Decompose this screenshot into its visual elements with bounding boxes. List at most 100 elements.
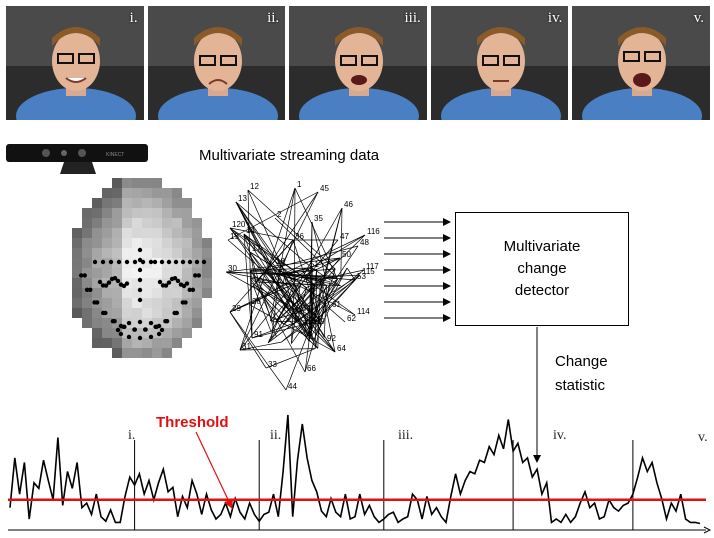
depth-grid-cell (72, 308, 82, 318)
depth-grid-cell (172, 188, 182, 198)
landmark-point (194, 259, 200, 265)
depth-grid-cell (102, 208, 112, 218)
depth-grid-cell (202, 258, 212, 268)
depth-grid-cell (142, 238, 152, 248)
graph-node-label: 48 (360, 238, 369, 247)
depth-grid-cell (142, 278, 152, 288)
depth-grid-cell (192, 248, 202, 258)
landmark-point (124, 259, 130, 265)
landmark-point (82, 273, 88, 278)
depth-grid-cell (142, 228, 152, 238)
graph-edge (291, 286, 301, 344)
depth-grid-cell (142, 298, 152, 308)
depth-grid-cell (132, 208, 142, 218)
depth-grid-cell (152, 188, 162, 198)
depth-grid-cell (172, 238, 182, 248)
graph-edge (336, 245, 359, 278)
landmark-graph: 1212131415171828293031333536444546474850… (225, 180, 380, 391)
depth-grid-cell (92, 218, 102, 228)
graph-node-label: 45 (320, 184, 329, 193)
graph-node-label: 116 (367, 227, 380, 236)
depth-grid-cell (72, 228, 82, 238)
depth-grid-cell (182, 258, 192, 268)
landmark-point (164, 319, 170, 324)
landmark-point (166, 280, 172, 285)
graph-node-label: 46 (344, 200, 353, 209)
face-photo-4 (430, 6, 569, 120)
graph-edge (283, 234, 366, 275)
depth-grid-cell (172, 318, 182, 328)
depth-grid-cell (172, 298, 182, 308)
depth-grid-cell (172, 268, 182, 278)
landmark-point (166, 259, 172, 265)
graph-node-label: 13 (238, 194, 247, 203)
graph-node-label: 59 (302, 304, 311, 313)
depth-grid-cell (92, 208, 102, 218)
depth-grid-cell (142, 348, 152, 358)
depth-grid-cell (102, 188, 112, 198)
depth-grid-cell (102, 228, 112, 238)
depth-grid-cell (112, 288, 122, 298)
graph-edge (308, 207, 343, 336)
graph-edge (249, 270, 336, 353)
graph-node-label: 114 (357, 307, 370, 316)
depth-grid-cell (82, 238, 92, 248)
landmark-point (112, 276, 118, 281)
landmark-point (180, 259, 186, 265)
depth-grid-cell (202, 268, 212, 278)
depth-grid-cell (102, 268, 112, 278)
depth-face-grid (72, 178, 212, 358)
depth-grid-cell (142, 288, 152, 298)
depth-grid-cell (122, 218, 132, 228)
face-photo-5 (572, 6, 710, 120)
graph-edge (293, 187, 296, 284)
graph-node-label: 51 (310, 260, 319, 269)
segment-label-4: iv. (553, 428, 567, 443)
video-frame-3: iii. (289, 6, 427, 120)
depth-grid-cell (182, 198, 192, 208)
graph-edge (267, 287, 307, 343)
landmark-point (126, 334, 132, 340)
segment-label-1: i. (128, 428, 136, 443)
graph-edge (298, 329, 319, 349)
video-frame-2: ii. (147, 6, 286, 120)
depth-grid-cell (122, 248, 132, 258)
graph-node-label: 91 (254, 330, 263, 339)
graph-edge (251, 278, 298, 323)
graph-node-label: 50 (342, 250, 351, 259)
graph-edge (243, 233, 253, 339)
depth-grid-cell (152, 228, 162, 238)
depth-grid-cell (152, 338, 162, 348)
depth-grid-cell (72, 268, 82, 278)
depth-grid-cell (92, 198, 102, 208)
graph-node-label: 17 (252, 244, 261, 253)
graph-edge (320, 269, 365, 280)
video-frame-5: v. (572, 6, 710, 120)
graph-node-label: 92 (327, 334, 336, 343)
threshold-label: Threshold (156, 414, 229, 431)
landmark-point (196, 273, 201, 278)
depth-grid-cell (102, 258, 112, 268)
landmark-point (174, 310, 179, 316)
depth-grid-cell (132, 328, 142, 338)
face-landmark-points (79, 247, 207, 341)
landmark-point (100, 259, 106, 265)
graph-edge (275, 234, 366, 323)
depth-grid-cell (172, 218, 182, 228)
graph-node-label: 115 (362, 267, 375, 276)
graph-edge (229, 283, 295, 313)
depth-grid-cell (102, 298, 112, 308)
depth-grid-cell (152, 258, 162, 268)
graph-node-label: 117 (366, 262, 379, 271)
depth-grid-cell (122, 328, 132, 338)
landmark-point (88, 287, 93, 292)
depth-grid-cell (152, 328, 162, 338)
depth-grid-cell (132, 178, 142, 188)
depth-grid-cell (192, 308, 202, 318)
graph-edge (313, 307, 331, 340)
depth-grid-cell (112, 318, 122, 328)
landmark-point (175, 278, 181, 284)
face-photo-3 (289, 6, 427, 120)
graph-edge (320, 281, 336, 353)
